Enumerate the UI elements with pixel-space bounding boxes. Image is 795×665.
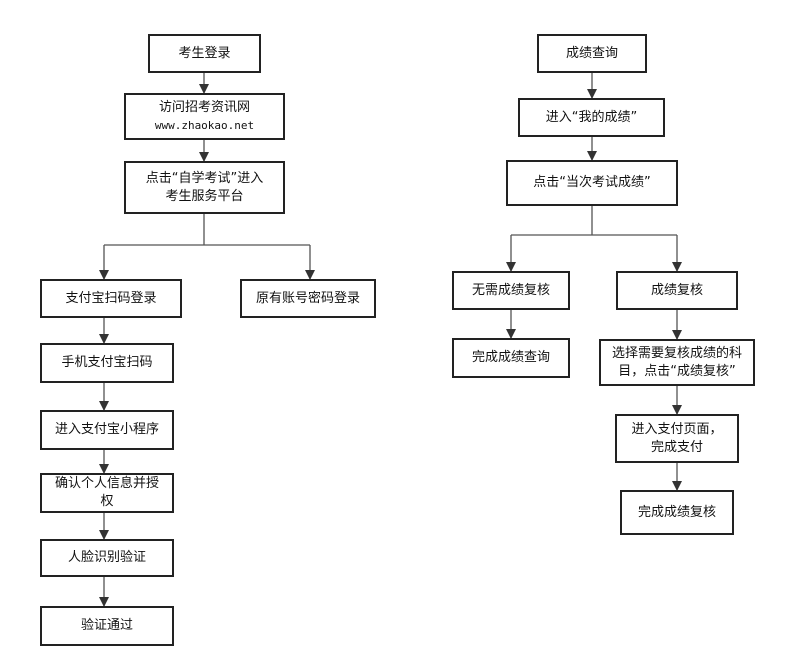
node-label: 进入支付宝小程序 xyxy=(54,422,159,437)
node-payment: 进入支付页面， 完成支付 xyxy=(615,414,739,463)
node-label: 点击“自学考试”进入 xyxy=(145,170,264,186)
node-label: 完成支付 xyxy=(650,439,703,455)
node-label: 考生登录 xyxy=(178,45,231,61)
node-label: 成绩复核 xyxy=(650,282,703,298)
node-enter-platform: 点击“自学考试”进入 考生服务平台 xyxy=(124,161,285,214)
node-score-review: 成绩复核 xyxy=(616,271,738,310)
node-confirm-info: 确认个人信息并授 权 xyxy=(40,473,174,513)
node-alipay-scan-login: 支付宝扫码登录 xyxy=(40,279,182,318)
node-label: 进入“我的成绩” xyxy=(545,109,638,125)
node-label: 权 xyxy=(100,494,114,509)
node-password-login: 原有账号密码登录 xyxy=(240,279,376,318)
node-label: 验证通过 xyxy=(80,618,133,633)
node-alipay-mini-program: 进入支付宝小程序 xyxy=(40,410,174,450)
node-label: 访问招考资讯网 xyxy=(158,99,250,115)
node-label: 选择需要复核成绩的科 xyxy=(611,345,742,361)
node-score-query: 成绩查询 xyxy=(537,34,647,73)
node-label: 点击“当次考试成绩” xyxy=(533,175,651,190)
node-label: 完成成绩复核 xyxy=(637,504,716,520)
node-label: 支付宝扫码登录 xyxy=(65,290,157,306)
node-label: 考生服务平台 xyxy=(165,188,244,204)
node-finish-review: 完成成绩复核 xyxy=(620,490,734,535)
node-label: 完成成绩查询 xyxy=(471,350,550,365)
node-visit-website: 访问招考资讯网 www.zhaokao.net xyxy=(124,93,285,140)
node-label: 成绩查询 xyxy=(565,45,618,61)
node-label: 手机支付宝扫码 xyxy=(61,355,153,370)
node-label: 确认个人信息并授 xyxy=(54,476,159,491)
node-choose-subject: 选择需要复核成绩的科 目，点击“成绩复核” xyxy=(599,339,755,386)
node-current-exam-scores: 点击“当次考试成绩” xyxy=(506,160,678,206)
node-my-scores: 进入“我的成绩” xyxy=(518,98,665,137)
node-label: 进入支付页面， xyxy=(631,421,723,437)
node-label: 无需成绩复核 xyxy=(471,282,550,298)
node-finish-query: 完成成绩查询 xyxy=(452,338,570,378)
node-label: 原有账号密码登录 xyxy=(255,290,360,306)
node-student-login: 考生登录 xyxy=(148,34,261,73)
website-url: www.zhaokao.net xyxy=(154,118,255,132)
node-no-review-needed: 无需成绩复核 xyxy=(452,271,570,310)
node-label: 人脸识别验证 xyxy=(67,550,146,565)
node-face-verification: 人脸识别验证 xyxy=(40,539,174,577)
node-verification-passed: 验证通过 xyxy=(40,606,174,646)
node-phone-alipay-scan: 手机支付宝扫码 xyxy=(40,343,174,383)
node-label: 目，点击“成绩复核” xyxy=(618,363,736,379)
